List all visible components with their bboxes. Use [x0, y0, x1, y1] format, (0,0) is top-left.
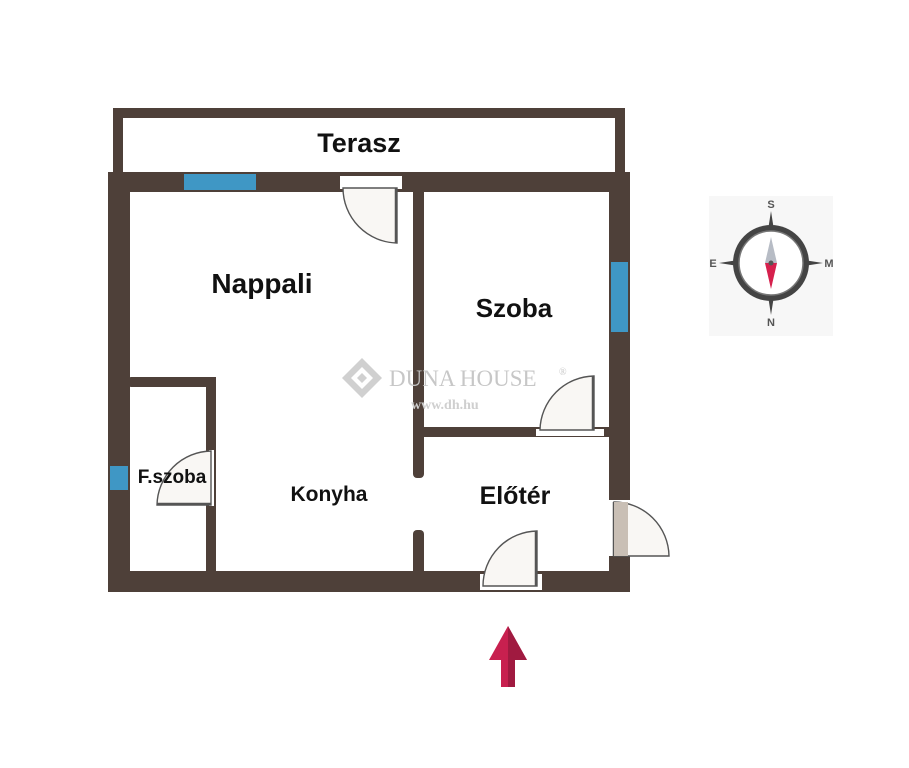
compass-icon: S M N E	[709, 196, 834, 336]
room-label-fszoba: F.szoba	[138, 467, 207, 488]
door-szoba	[539, 375, 595, 431]
room-label-szoba: Szoba	[476, 293, 553, 323]
door-entrance	[482, 530, 538, 587]
compass-letter-left: E	[709, 258, 716, 270]
compass-letter-right: M	[824, 258, 833, 270]
room-labels: Terasz Nappali Szoba F.szoba Konyha Előt…	[138, 128, 553, 510]
windows	[110, 174, 628, 490]
watermark: DUNA HOUSE ® www.dh.hu	[342, 358, 567, 413]
watermark-brand: DUNA HOUSE	[389, 366, 537, 391]
room-label-konyha: Konyha	[290, 483, 367, 506]
compass-letter-bottom: N	[767, 317, 775, 329]
doors	[156, 187, 670, 587]
room-label-nappali: Nappali	[211, 268, 312, 299]
compass-letter-top: S	[767, 199, 774, 211]
window-szoba	[611, 262, 628, 332]
room-label-eloter: Előtér	[480, 482, 551, 510]
entrance-arrow-icon	[489, 626, 527, 687]
door-nappali	[342, 187, 398, 244]
window-fszoba	[110, 466, 128, 490]
room-label-terasz: Terasz	[317, 128, 401, 158]
watermark-url: www.dh.hu	[411, 398, 479, 413]
duna-house-logo-icon	[342, 358, 382, 398]
window-nappali	[184, 174, 256, 190]
terrace-walls	[113, 108, 625, 178]
watermark-registered: ®	[559, 367, 567, 378]
